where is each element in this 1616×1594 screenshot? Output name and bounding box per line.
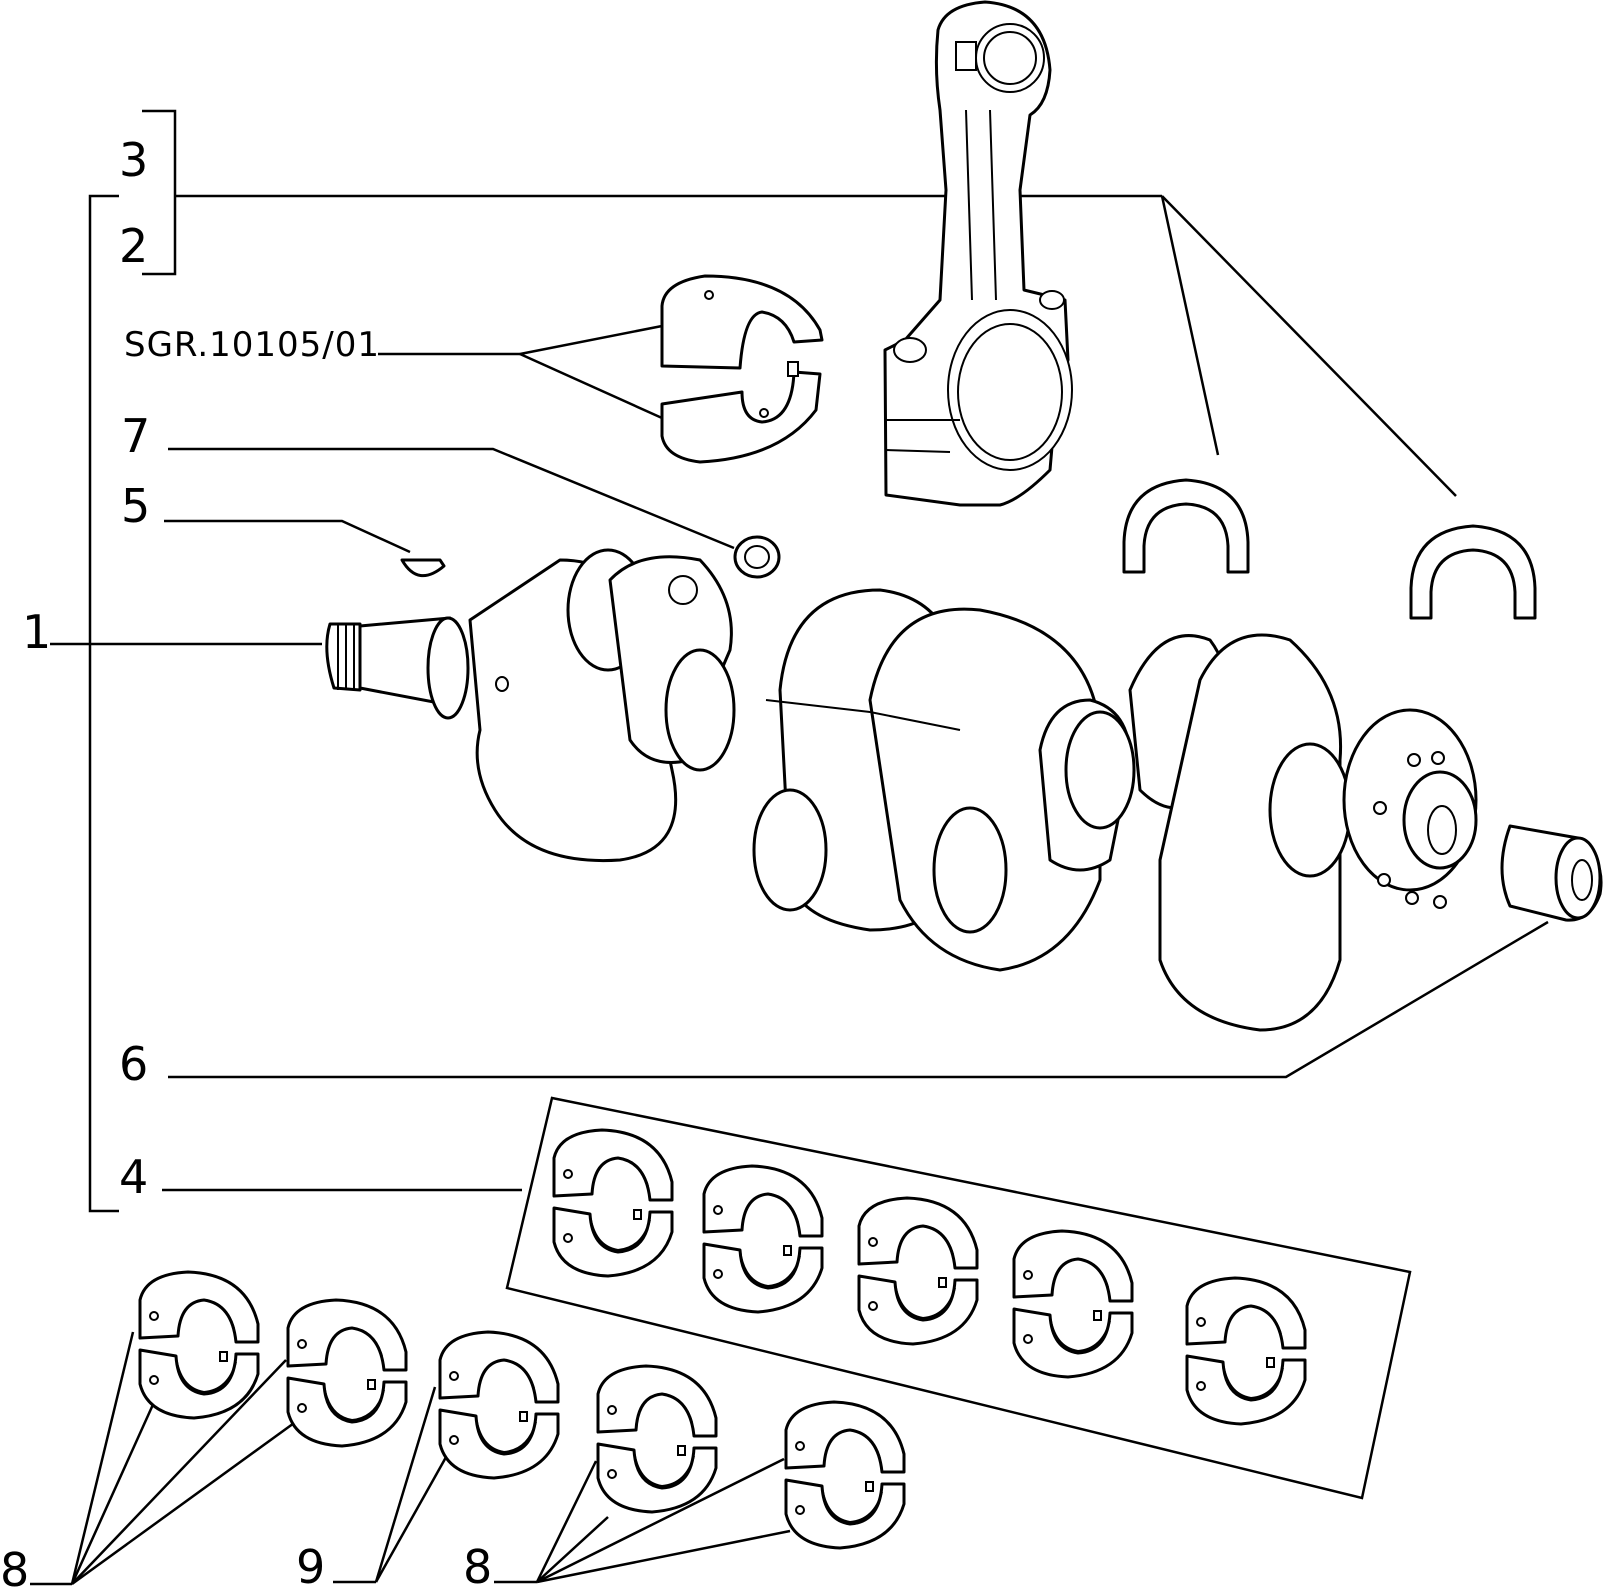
- bearing-shell-8-d: [784, 1400, 906, 1550]
- thrust-washer-left: [1122, 478, 1250, 574]
- main-bearing-set-box: [505, 1096, 1412, 1500]
- callout-label-9: 9: [296, 1540, 325, 1594]
- loose-bearing-shells: [138, 1270, 906, 1550]
- thrust-washer-right: [1409, 524, 1537, 620]
- connecting-rod: [883, 0, 1073, 507]
- rear-bushing: [1500, 824, 1603, 922]
- callout-label-8-right: 8: [463, 1540, 492, 1594]
- callout-label-8-left: 8: [0, 1543, 29, 1594]
- woodruff-key: [400, 558, 446, 577]
- bearing-shell-box-5: [1185, 1276, 1307, 1426]
- bearing-shell-box-2: [702, 1164, 824, 1314]
- bearing-shell-box-3: [857, 1196, 979, 1346]
- callout-label-6: 6: [119, 1037, 148, 1091]
- callout-label-sgr: SGR.10105/01: [124, 325, 380, 365]
- callout-label-1: 1: [22, 605, 51, 659]
- callout-label-7: 7: [121, 409, 150, 463]
- bearing-shell-8-b: [286, 1298, 408, 1448]
- bearing-shell-8-a: [138, 1270, 260, 1420]
- crankshaft: [325, 548, 1478, 1032]
- callout-label-2: 2: [119, 219, 148, 273]
- conrod-bearing-shells: [660, 274, 824, 464]
- callout-label-5: 5: [121, 479, 150, 533]
- bearing-shell-9: [438, 1330, 560, 1480]
- leader-lines: [30, 109, 1549, 1586]
- callout-label-3: 3: [119, 133, 148, 187]
- bearing-shell-8-c: [596, 1364, 718, 1514]
- bearing-shell-box-4: [1012, 1229, 1134, 1379]
- callout-label-4: 4: [119, 1150, 148, 1204]
- bearing-shell-box-1: [552, 1128, 674, 1278]
- pilot-bushing: [733, 535, 781, 579]
